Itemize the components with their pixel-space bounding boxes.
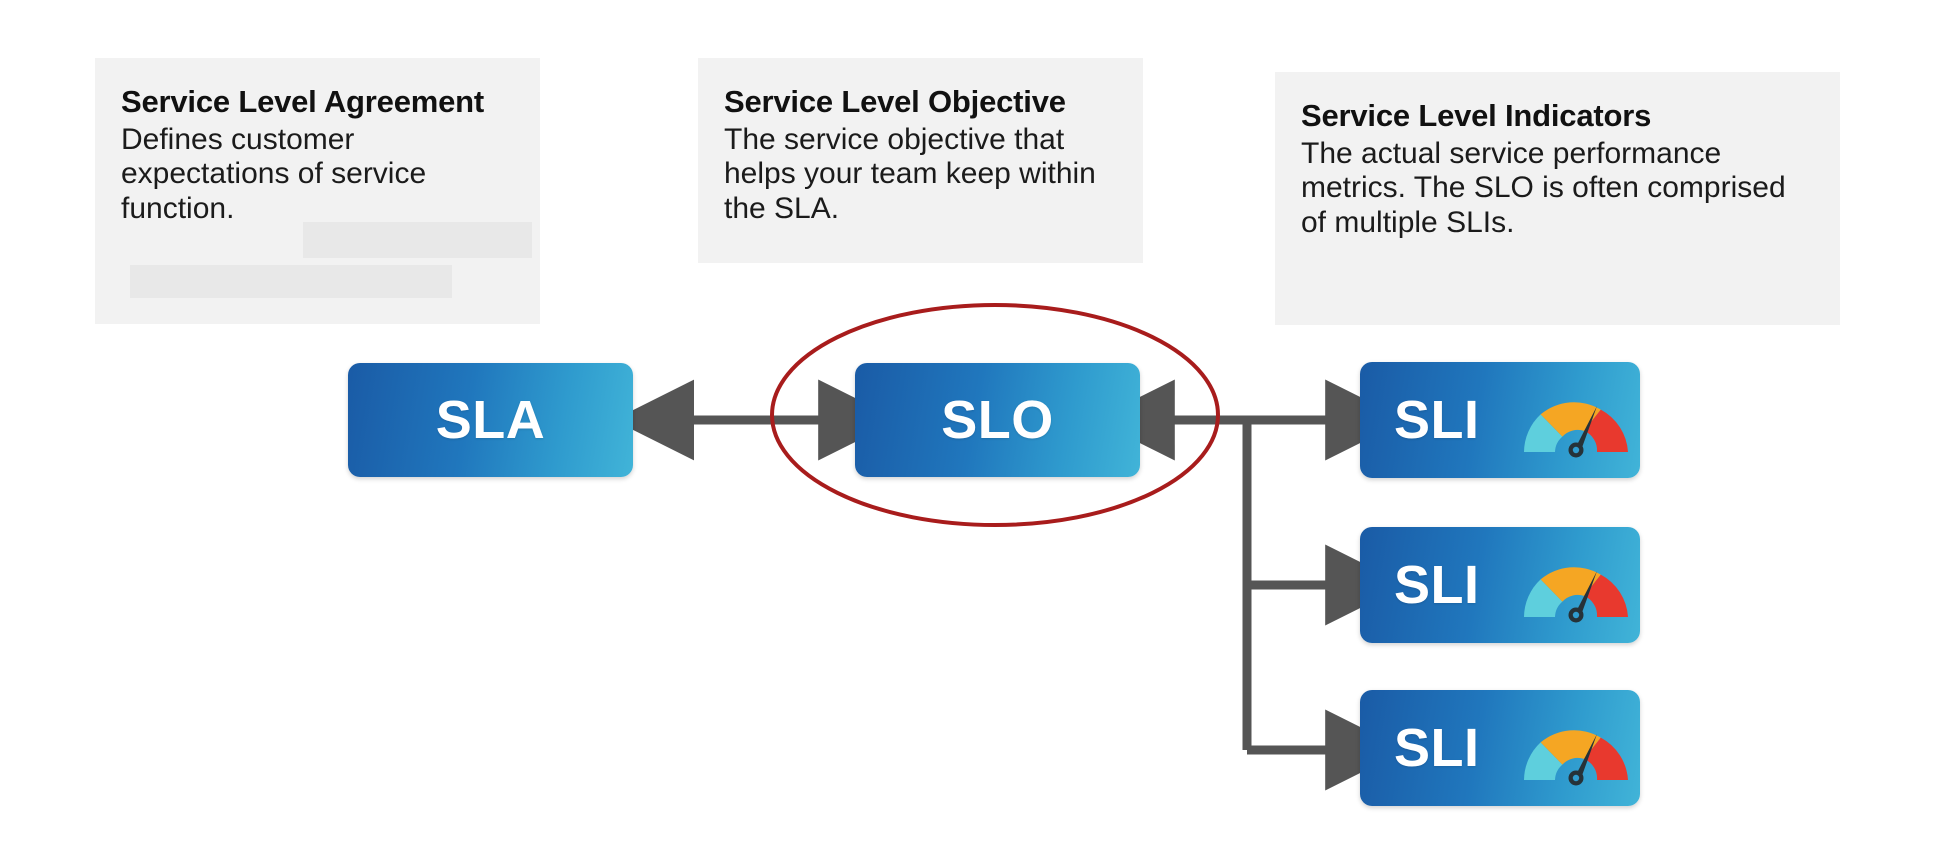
node-slo[interactable]: SLO <box>855 363 1140 477</box>
card-body-slo: The service objective that helps your te… <box>724 122 1096 226</box>
node-sli-2[interactable]: SLI <box>1360 527 1640 643</box>
node-label-slo: SLO <box>941 390 1054 450</box>
node-sla[interactable]: SLA <box>348 363 633 477</box>
node-label-sla: SLA <box>435 390 546 450</box>
gauge-icon <box>1514 380 1639 460</box>
node-sli-1[interactable]: SLI <box>1360 362 1640 478</box>
card-body-sla: Defines customer expectations of service… <box>121 122 427 226</box>
redaction-bar-2 <box>130 265 452 298</box>
definition-card-slo: Service Level Objective The service obje… <box>698 58 1143 263</box>
node-label-sli-1: SLI <box>1394 390 1480 450</box>
node-label-sli-3: SLI <box>1394 718 1480 778</box>
node-label-sli-2: SLI <box>1394 555 1480 615</box>
definition-card-sla: Service Level Agreement Defines customer… <box>95 58 540 324</box>
node-sli-3[interactable]: SLI <box>1360 690 1640 806</box>
card-title-sla: Service Level Agreement <box>121 84 484 119</box>
gauge-icon <box>1514 708 1639 788</box>
card-body-sli: The actual service performance metrics. … <box>1301 136 1786 240</box>
redaction-bar-1 <box>303 222 532 258</box>
card-title-sli: Service Level Indicators <box>1301 98 1652 133</box>
definition-card-sli: Service Level Indicators The actual serv… <box>1275 72 1840 325</box>
card-title-slo: Service Level Objective <box>724 84 1066 119</box>
gauge-icon <box>1514 545 1639 625</box>
